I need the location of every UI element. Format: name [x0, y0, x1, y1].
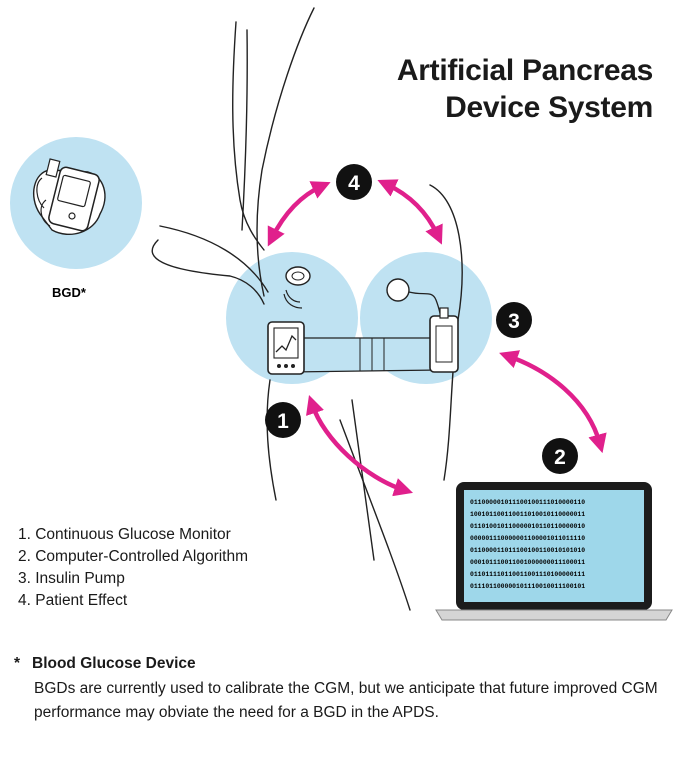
badge-1-label: 1	[277, 410, 289, 433]
legend-item: 4. Patient Effect	[18, 590, 248, 612]
code-line: 011000011011100100110010101010	[470, 547, 585, 554]
badge-4: 4	[336, 164, 372, 200]
legend-item: 3. Insulin Pump	[18, 568, 248, 590]
arrow-laptop-to-pump	[508, 356, 600, 444]
footnote: *Blood Glucose Device BGDs are currently…	[14, 655, 664, 725]
badge-2: 2	[542, 438, 578, 474]
code-line: 000101110011001000000011100011	[470, 559, 585, 566]
badge-4-label: 4	[348, 172, 360, 195]
badge-3: 3	[496, 302, 532, 338]
badge-3-label: 3	[508, 310, 520, 333]
badge-1: 1	[265, 402, 301, 438]
code-line: 011000001011100100111010000110	[470, 499, 585, 506]
bgd-label: BGD*	[52, 285, 87, 300]
badge-2-label: 2	[554, 446, 566, 469]
code-line: 000001110000001100001011011110	[470, 535, 585, 542]
legend-item: 2. Computer-Controlled Algorithm	[18, 546, 248, 568]
legend: 1. Continuous Glucose Monitor 2. Compute…	[18, 524, 248, 612]
code-line: 100101100110011010010110000011	[470, 511, 585, 518]
legend-item: 1. Continuous Glucose Monitor	[18, 524, 248, 546]
code-line: 011010010110000010110110000010	[470, 523, 585, 530]
footnote-title-text: Blood Glucose Device	[32, 655, 196, 672]
cgm-receiver	[268, 322, 304, 374]
footnote-body: BGDs are currently used to calibrate the…	[34, 677, 664, 725]
code-line: 011011110110011001110100000111	[470, 571, 585, 578]
arrow-left-top	[272, 186, 322, 238]
laptop: 011000001011100100111010000110 100101100…	[436, 482, 672, 620]
belt	[290, 338, 440, 372]
footnote-marker: *	[14, 655, 32, 673]
arrow-right-top	[386, 184, 438, 236]
code-line: 011101100000101110010011100101	[470, 583, 585, 590]
footnote-title: *Blood Glucose Device	[14, 655, 664, 673]
